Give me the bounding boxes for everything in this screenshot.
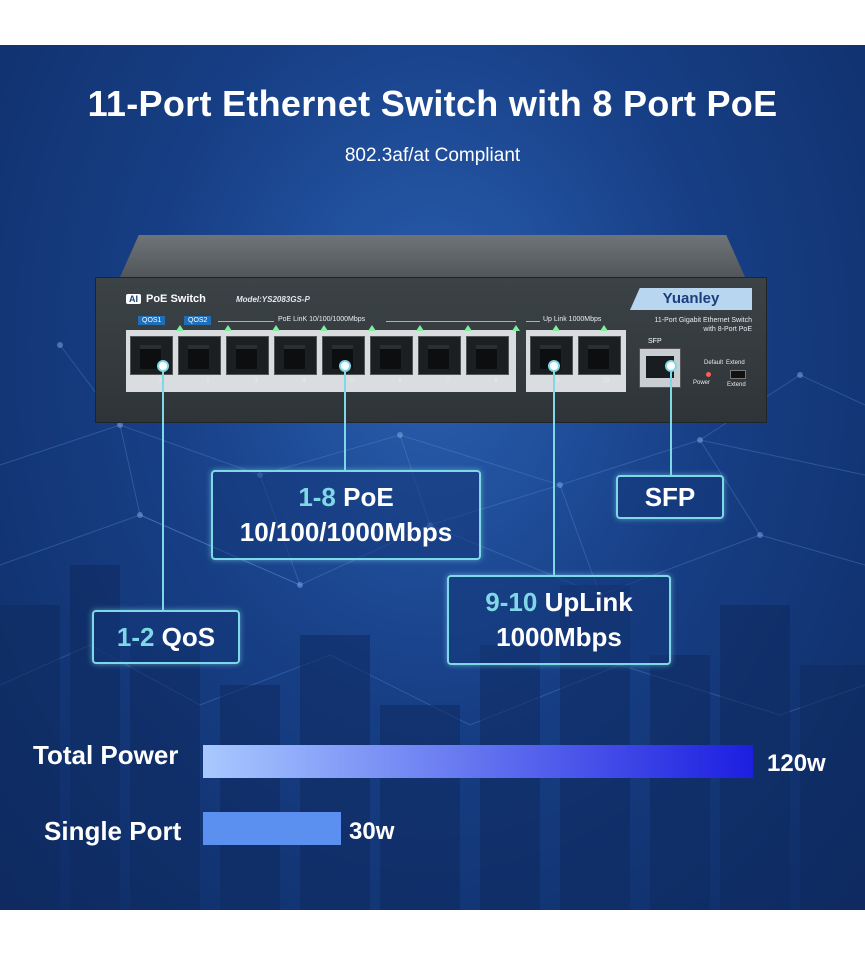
- port-number-3: 3: [254, 378, 258, 384]
- port-number-7: 7: [446, 378, 450, 384]
- port-number-9: 9: [556, 378, 560, 384]
- qos-range: 1-2: [116, 622, 155, 652]
- poe-group-line-right: [386, 321, 516, 322]
- poe-callout-text: PoE: [335, 482, 394, 512]
- poe-ports-callout: 1-8 PoE 10/100/1000Mbps: [211, 470, 481, 560]
- single-port-bar-fill: [203, 812, 341, 845]
- default-label: Default: [704, 360, 724, 366]
- rj45-port-7[interactable]: [418, 336, 461, 375]
- poe-connector-line: [344, 370, 346, 470]
- switch-brand-label: AI PoE Switch: [126, 293, 206, 305]
- port-led-icon: [224, 325, 232, 331]
- poe-range: 1-8: [298, 482, 336, 512]
- single-port-value: 30w: [349, 818, 395, 845]
- rj45-port-10[interactable]: [578, 336, 621, 375]
- port-number-8: 8: [494, 378, 498, 384]
- port-led-icon: [464, 325, 472, 331]
- extend-led-label: Extend: [727, 382, 746, 388]
- port-led-icon: [272, 325, 280, 331]
- uplink-callout-text: UpLink: [537, 587, 633, 617]
- qos1-label: QOS1: [138, 316, 166, 325]
- uplink-callout-heading: 9-10 UpLink: [449, 587, 669, 618]
- uplink-group-line: [526, 321, 540, 322]
- port-led-icon: [416, 325, 424, 331]
- power-led-icon: [706, 372, 711, 377]
- rj45-port-4[interactable]: [274, 336, 317, 375]
- port-led-icon: [368, 325, 376, 331]
- port-led-icon: [600, 325, 608, 331]
- port-number-1: 1: [158, 378, 162, 384]
- port-number-5: 5: [350, 378, 354, 384]
- uplink-port-block: [526, 330, 626, 392]
- description-line-2: with 8-Port PoE: [703, 326, 752, 333]
- yuanley-logo: Yuanley: [630, 288, 752, 310]
- mode-toggle-switch[interactable]: [730, 370, 746, 379]
- sfp-callout: SFP: [616, 475, 724, 519]
- rj45-port-8[interactable]: [466, 336, 509, 375]
- single-port-label: Single Port: [44, 816, 182, 846]
- port-led-icon: [176, 325, 184, 331]
- poe-callout-speed: 10/100/1000Mbps: [239, 517, 453, 547]
- sfp-slot-label: SFP: [648, 338, 662, 345]
- rj45-port-6[interactable]: [370, 336, 413, 375]
- poe-group-line-left: [218, 321, 274, 322]
- product-banner: 11-Port Ethernet Switch with 8 Port PoE …: [0, 45, 865, 910]
- total-power-bar: [203, 745, 753, 778]
- rj45-port-2[interactable]: [178, 336, 221, 375]
- uplink-group-label: Up Link 1000Mbps: [543, 316, 602, 323]
- port-number-6: 6: [398, 378, 402, 384]
- total-power-label: Total Power: [33, 740, 179, 770]
- poe-callout-heading: 1-8 PoE: [213, 482, 479, 513]
- switch-description: 11-Port Gigabit Ethernet Switch with 8-P…: [622, 316, 752, 334]
- extend-switch-label: Extend: [726, 360, 745, 366]
- power-led-label: Power: [693, 380, 711, 386]
- switch-top-cover: [120, 235, 745, 277]
- port-number-2: 2: [206, 378, 210, 384]
- description-line-1: 11-Port Gigabit Ethernet Switch: [654, 317, 752, 324]
- poe-group-label: PoE LinK 10/100/1000Mbps: [278, 316, 366, 323]
- port-led-icon: [552, 325, 560, 331]
- model-number: Model:YS2083GS-P: [236, 295, 310, 304]
- rj45-port-3[interactable]: [226, 336, 269, 375]
- poe-port-block: [126, 330, 516, 392]
- qos-connector-line: [162, 370, 164, 610]
- headline: 11-Port Ethernet Switch with 8 Port PoE: [87, 83, 778, 124]
- single-port-bar: [203, 812, 753, 845]
- port-led-icon: [512, 325, 520, 331]
- brand-text: PoE Switch: [146, 293, 206, 305]
- total-power-bar-fill: [203, 745, 753, 778]
- uplink-connector-line: [553, 370, 555, 575]
- total-power-value: 120w: [767, 750, 826, 777]
- port-number-4: 4: [302, 378, 306, 384]
- qos-callout-text: QoS: [154, 622, 216, 652]
- compliance-subtitle: 802.3af/at Compliant: [344, 145, 521, 166]
- qos2-label: QOS2: [184, 316, 212, 325]
- sfp-connector-line: [670, 370, 672, 475]
- qos-callout: 1-2 QoS: [92, 610, 240, 664]
- uplink-range: 9-10: [485, 587, 538, 617]
- port-led-icon: [320, 325, 328, 331]
- ai-badge: AI: [126, 294, 141, 304]
- uplink-callout: 9-10 UpLink 1000Mbps: [447, 575, 671, 665]
- port-number-10: 10: [602, 378, 610, 384]
- uplink-callout-speed: 1000Mbps: [496, 622, 622, 652]
